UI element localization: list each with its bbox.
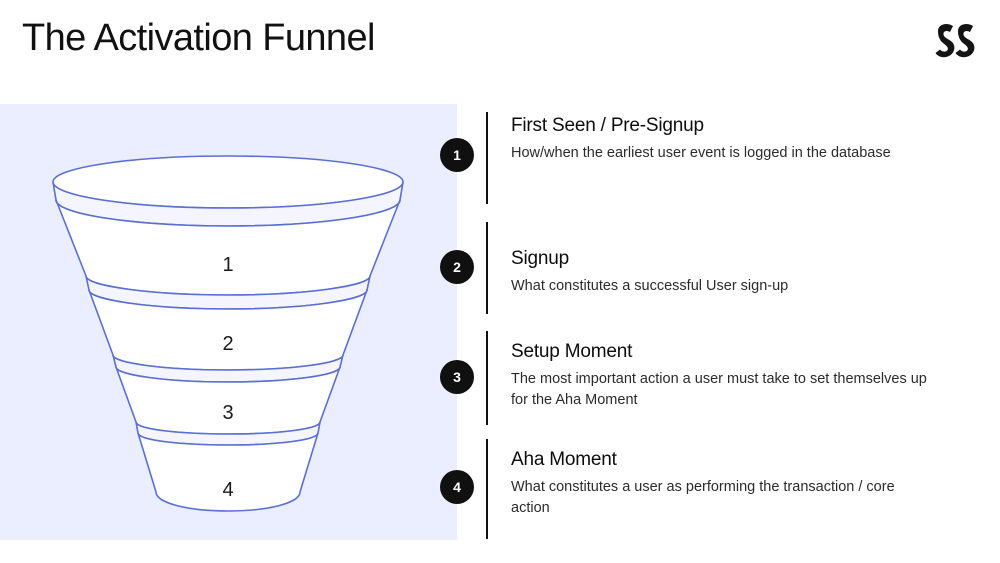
step-title-1: First Seen / Pre-Signup xyxy=(511,115,704,136)
step-divider-4 xyxy=(486,439,488,539)
step-badge-1: 1 xyxy=(440,138,474,172)
funnel-segment-4: 4 xyxy=(135,421,321,512)
step-badge-3: 3 xyxy=(440,360,474,394)
step-title-4: Aha Moment xyxy=(511,449,617,470)
funnel-segment-3: 3 xyxy=(112,354,344,435)
funnel-segment-label-1: 1 xyxy=(222,254,233,276)
brand-logo-icon xyxy=(934,20,978,60)
funnel-segment-label-4: 4 xyxy=(222,479,233,501)
funnel-graphic: 1 2 3 4 xyxy=(52,155,404,512)
step-title-2: Signup xyxy=(511,248,569,269)
step-divider-3 xyxy=(486,331,488,425)
step-description-2: What constitutes a successful User sign-… xyxy=(511,278,789,294)
step-title-3: Setup Moment xyxy=(511,341,633,362)
funnel-diagram-panel: 1 2 3 4 xyxy=(0,104,457,540)
step-description-3: The most important action a user must ta… xyxy=(511,371,927,408)
steps-list: 1 First Seen / Pre-Signup How/when the e… xyxy=(0,104,1000,540)
step-badge-4: 4 xyxy=(440,470,474,504)
step-description-1: How/when the earliest user event is logg… xyxy=(511,145,891,161)
step-text-3: Setup Moment The most important action a… xyxy=(511,339,931,411)
step-text-2: Signup What constitutes a successful Use… xyxy=(511,246,931,297)
step-text-4: Aha Moment What constitutes a user as pe… xyxy=(511,447,931,519)
funnel-segment-1: 1 xyxy=(52,155,404,296)
step-text-1: First Seen / Pre-Signup How/when the ear… xyxy=(511,113,931,164)
page-title: The Activation Funnel xyxy=(22,17,375,59)
step-divider-1 xyxy=(486,112,488,204)
funnel-segment-label-2: 2 xyxy=(222,333,233,355)
step-description-4: What constitutes a user as performing th… xyxy=(511,479,895,516)
step-divider-2 xyxy=(486,222,488,314)
step-badge-2: 2 xyxy=(440,250,474,284)
funnel-segment-label-3: 3 xyxy=(222,402,233,424)
